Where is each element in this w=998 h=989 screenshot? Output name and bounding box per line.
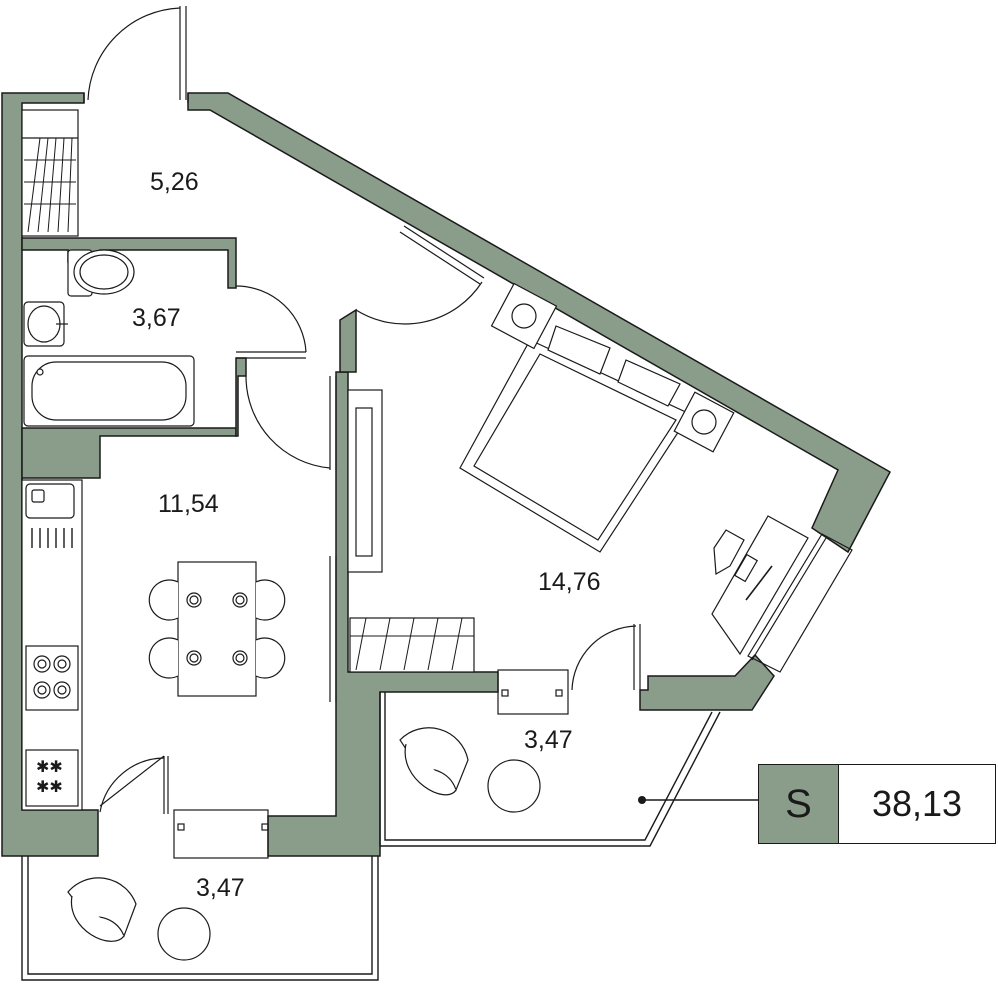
room-labels: 5,26 3,67 11,54 14,76 3,47 3,47 [132, 168, 601, 902]
room-area-hall: 5,26 [150, 168, 199, 196]
room-area-bedroom: 14,76 [538, 568, 601, 596]
furniture: ✱✱ ✱✱ [21, 109, 809, 961]
svg-text:✱✱: ✱✱ [36, 759, 63, 776]
legend-pointer [638, 796, 758, 804]
room-area-bathroom: 3,67 [132, 304, 181, 332]
room-area-kitchen: 11,54 [158, 490, 219, 518]
total-area-legend: S 38,13 [758, 764, 996, 844]
total-area-value: 38,13 [839, 765, 995, 843]
room-area-balcony-bottom: 3,47 [196, 874, 245, 902]
svg-text:✱✱: ✱✱ [36, 779, 63, 796]
room-area-balcony-right: 3,47 [524, 726, 573, 754]
legend-key: S [759, 765, 839, 843]
doors [87, 6, 853, 859]
